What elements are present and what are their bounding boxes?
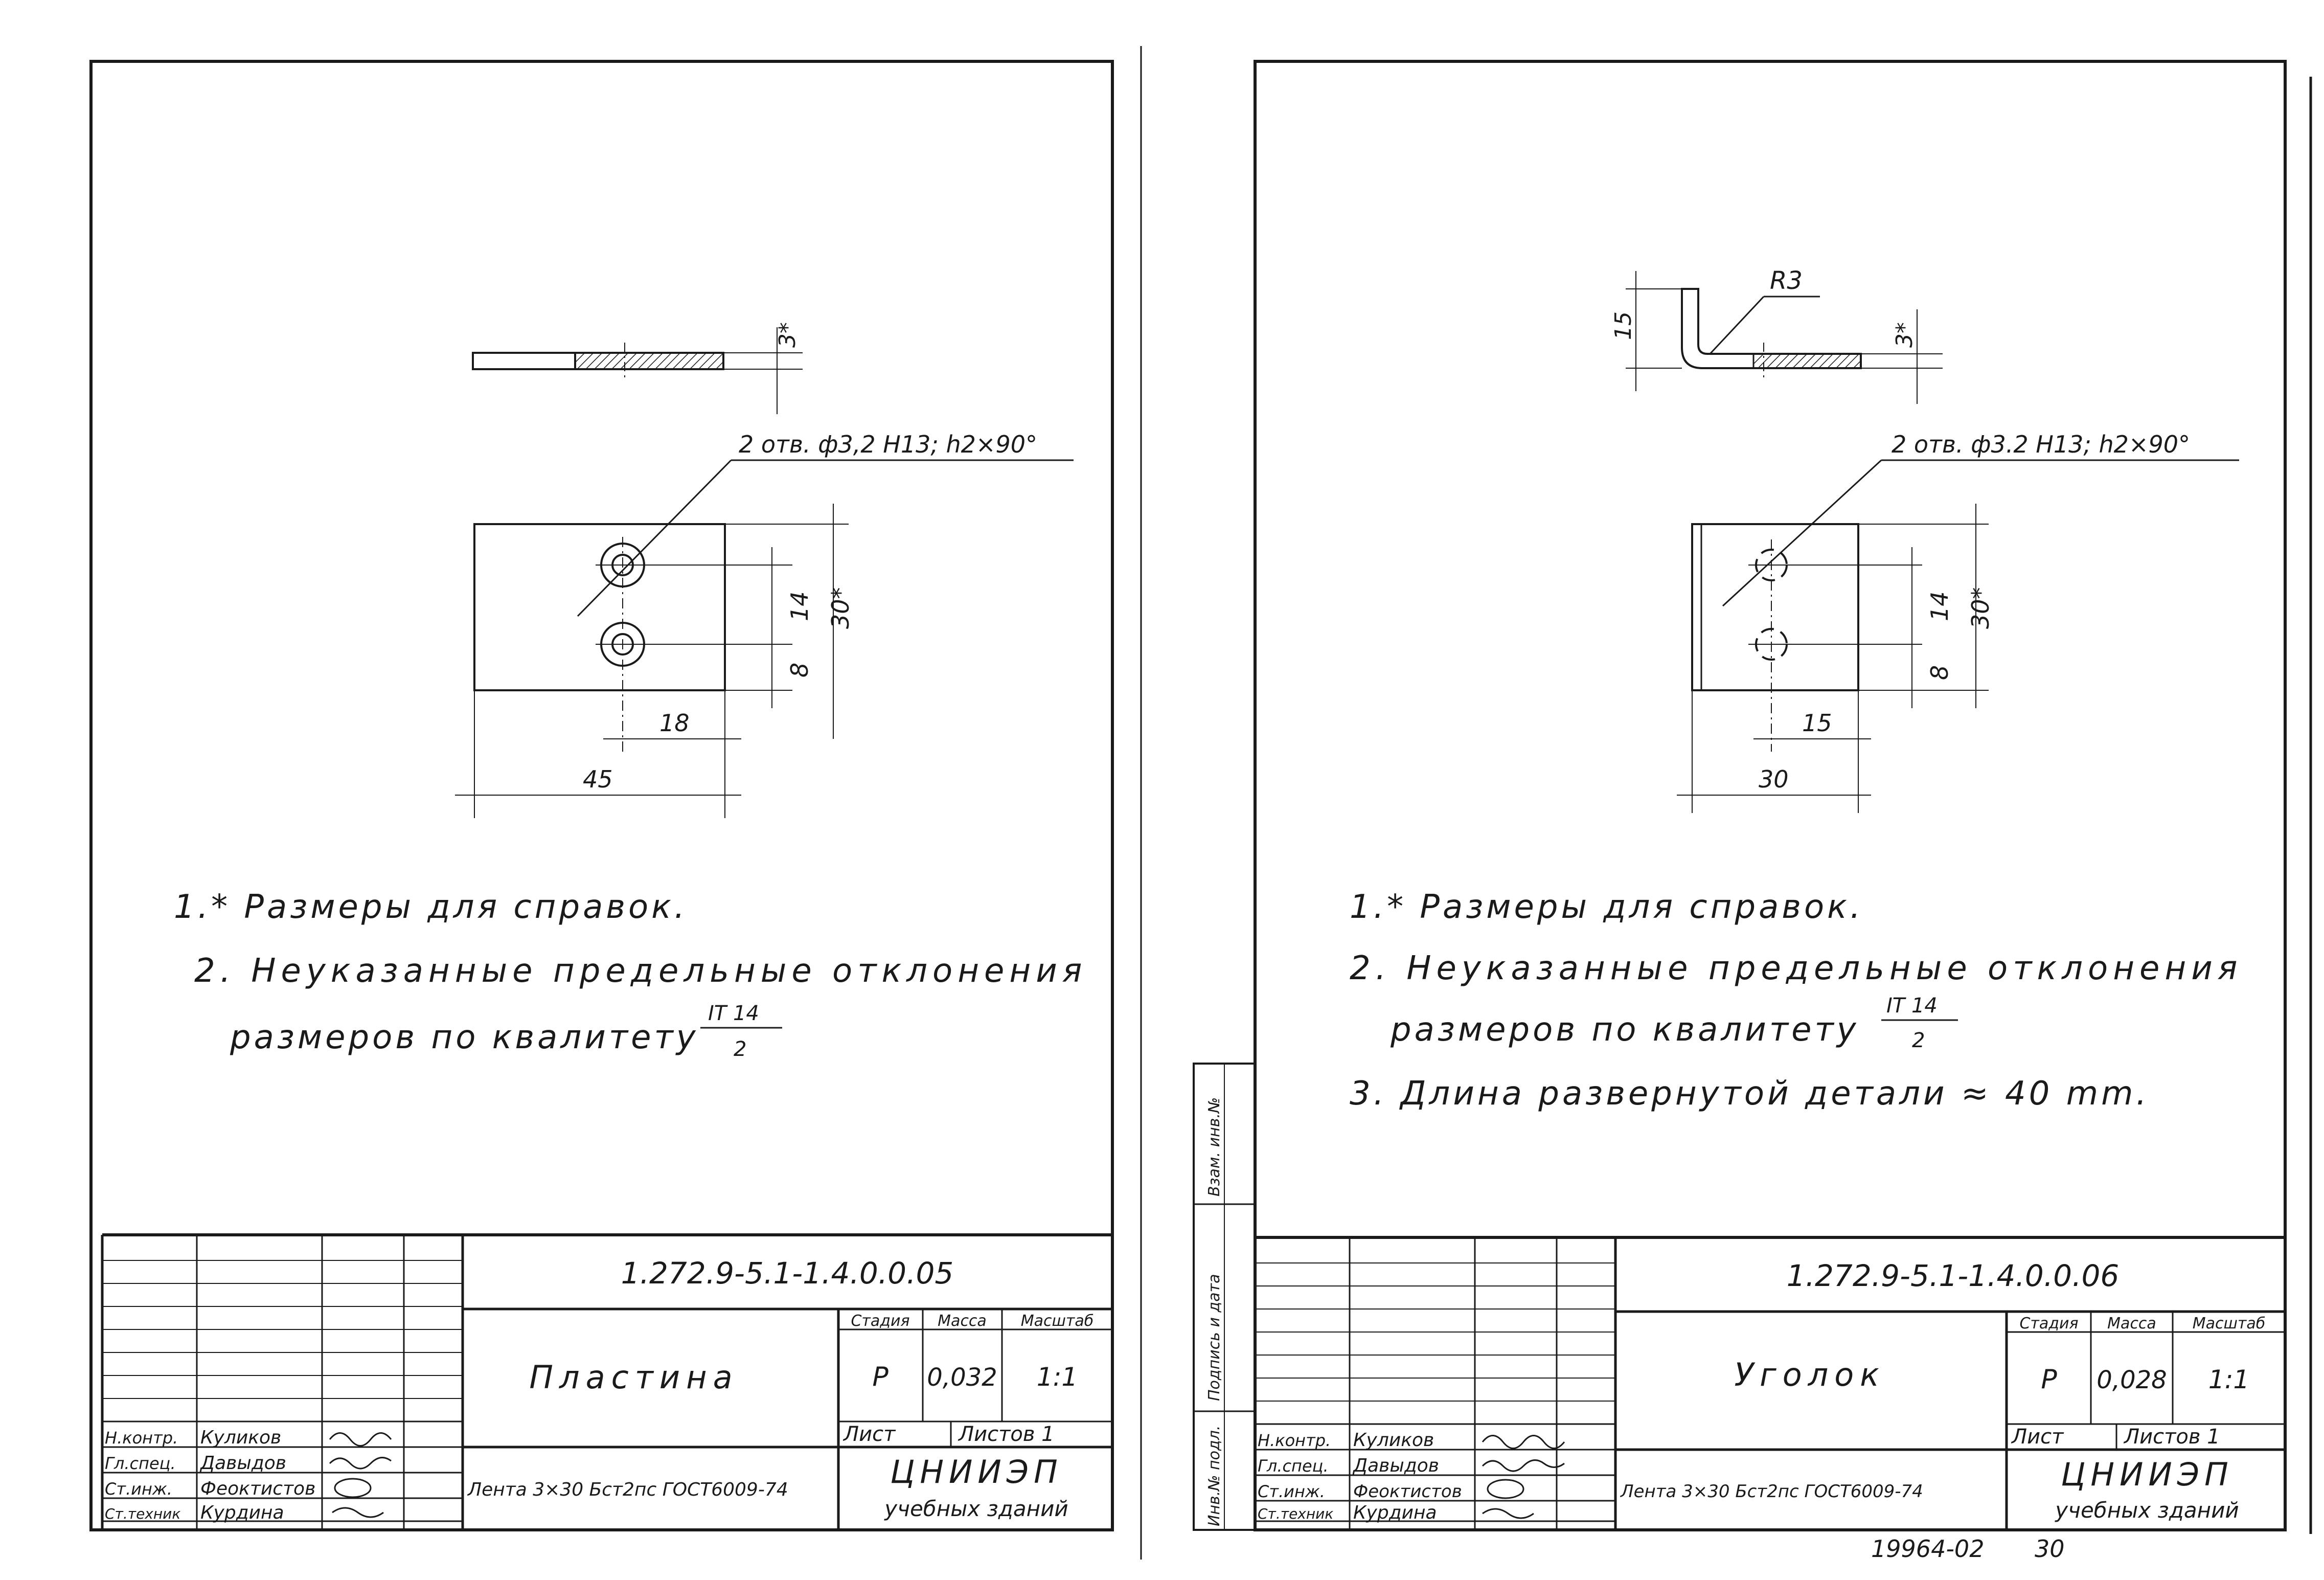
left-sheets-label: Листов 1 (958, 1423, 1055, 1446)
right-sheets-label: Листов 1 (2123, 1425, 2220, 1449)
right-thickness-dim: 3* (1892, 322, 1918, 348)
right-signer-role-4: Ст.техник (1258, 1505, 1333, 1522)
right-material: Лента 3×30 Бст2пс ГОСТ6009-74 (1620, 1481, 1923, 1502)
left-edge-dim: 8 (786, 663, 813, 678)
right-pitch-dim: 14 (1926, 591, 1953, 621)
right-radius-dim: R3 (1770, 266, 1803, 295)
right-edge-dim: 8 (1926, 665, 1953, 680)
left-note-3: размеров по квалитету (230, 1019, 699, 1056)
left-stage-header: Стадия (851, 1312, 909, 1330)
left-note-2: 2. Неуказанные предельные отклонения (194, 952, 1087, 990)
left-signer-name-3: Феоктистов (200, 1478, 315, 1499)
right-side-stamps (1193, 1063, 1256, 1531)
right-signer-name-2: Давыдов (1352, 1455, 1439, 1476)
right-front-view (1677, 459, 2239, 813)
page-number: 30 (2035, 1535, 2065, 1563)
right-sheet: Инв.№ подл. Подпись и дата Взам. инв.№ R… (1193, 60, 2312, 1563)
right-stamp-inv: Инв.№ подл. (1205, 1426, 1223, 1526)
right-frame (1254, 60, 2287, 1531)
left-scale: 1:1 (1037, 1362, 1078, 1392)
left-front-view (455, 459, 1074, 818)
left-tolerance-den: 2 (734, 1037, 746, 1061)
left-signer-role-3: Ст.инж. (105, 1479, 172, 1499)
right-scale-header: Масштаб (2193, 1315, 2266, 1333)
left-org-1: ЦНИИЭП (890, 1453, 1062, 1491)
left-note-1: 1.* Размеры для справок. (174, 888, 688, 926)
left-sheet-label: Лист (842, 1423, 896, 1446)
left-tolerance-num: IT 14 (708, 1002, 759, 1025)
right-tolerance-den: 2 (1912, 1029, 1925, 1052)
right-scale: 1:1 (2208, 1365, 2249, 1394)
left-signer-role-1: Н.контр. (105, 1428, 178, 1448)
right-designation: 1.272.9-5.1-1.4.0.0.06 (1787, 1258, 2120, 1293)
left-holes-callout: 2 отв. ф3,2 Н13; h2×90° (739, 431, 1037, 458)
archive-number: 19964-02 (1871, 1535, 1984, 1563)
left-height-dim: 30* (827, 587, 854, 629)
right-side-view (1626, 271, 1943, 404)
right-mass: 0,028 (2097, 1366, 2167, 1394)
right-note-3: размеров по квалитету (1390, 1011, 1859, 1049)
right-length-dim: 30 (1759, 765, 1789, 793)
right-note-1: 1.* Размеры для справок. (1350, 888, 1863, 926)
left-sheet: 3* 2 отв. ф3,2 Н13; h2×90° 14 8 (89, 60, 1114, 1531)
left-part-name: Пластина (529, 1359, 738, 1396)
left-mass-header: Масса (938, 1312, 987, 1330)
left-stage: Р (872, 1362, 888, 1392)
left-length-dim: 45 (583, 765, 613, 793)
right-org-1: ЦНИИЭП (2061, 1456, 2233, 1493)
right-signer-name-3: Феоктистов (1353, 1481, 1462, 1502)
right-title-block (1255, 1236, 2285, 1530)
right-signer-name-4: Курдина (1353, 1502, 1437, 1523)
left-org-2: учебных зданий (883, 1496, 1068, 1521)
right-stage: Р (2041, 1364, 2057, 1395)
right-signer-role-1: Н.контр. (1258, 1431, 1331, 1450)
right-signer-role-2: Гл.спец. (1258, 1456, 1329, 1476)
left-title-block (101, 1233, 1112, 1530)
right-tolerance-num: IT 14 (1886, 994, 1938, 1018)
left-signer-name-1: Куликов (200, 1427, 281, 1448)
left-scale-header: Масштаб (1021, 1312, 1094, 1330)
left-side-view (472, 327, 803, 414)
left-frame (89, 60, 1114, 1531)
left-holex-dim: 18 (659, 709, 690, 737)
right-holes-callout: 2 отв. ф3.2 Н13; h2×90° (1892, 431, 2190, 458)
left-signer-name-2: Давыдов (199, 1453, 286, 1474)
right-sheet-label: Лист (2011, 1425, 2064, 1449)
right-stamp-swap: Взам. инв.№ (1205, 1097, 1223, 1197)
right-mass-header: Масса (2107, 1315, 2156, 1333)
left-thickness-dim: 3* (774, 322, 801, 348)
right-stamp-sign: Подпись и дата (1205, 1274, 1223, 1402)
right-height-dim: 30* (1967, 587, 1994, 629)
right-org-2: учебных зданий (2054, 1498, 2239, 1523)
right-note-2: 2. Неуказанные предельные отклонения (1350, 950, 2242, 987)
left-mass: 0,032 (927, 1363, 997, 1392)
right-note-4: 3. Длина развернутой детали ≈ 40 mm. (1350, 1075, 2150, 1113)
left-signer-name-4: Курдина (200, 1502, 284, 1523)
left-pitch-dim: 14 (786, 591, 813, 621)
right-flange-dim: 15 (1610, 311, 1636, 340)
left-signer-role-2: Гл.спец. (105, 1454, 176, 1473)
right-stage-header: Стадия (2019, 1315, 2078, 1333)
left-signer-role-4: Ст.техник (105, 1505, 180, 1522)
left-designation: 1.272.9-5.1-1.4.0.0.05 (621, 1256, 954, 1291)
left-material: Лента 3×30 Бст2пс ГОСТ6009-74 (467, 1479, 788, 1500)
right-part-name: Уголок (1734, 1356, 1885, 1393)
right-signer-role-3: Ст.инж. (1258, 1482, 1325, 1501)
right-signer-name-1: Куликов (1353, 1430, 1434, 1451)
right-holex-dim: 15 (1802, 709, 1832, 737)
